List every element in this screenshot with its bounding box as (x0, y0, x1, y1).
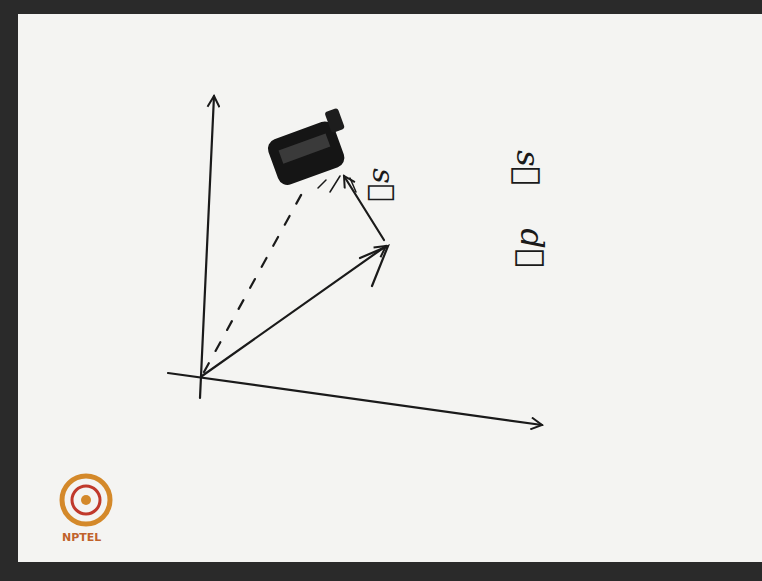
nptel-logo (62, 476, 110, 524)
vector-label: s⃗ (368, 168, 398, 201)
vector-label: s⃗ (512, 150, 544, 186)
camera-object (262, 108, 356, 188)
dashed-line (204, 186, 306, 372)
y-axis (200, 96, 214, 398)
logo-text: NPTEL (62, 532, 101, 543)
vector-label: d⃗ (516, 228, 548, 268)
hatch-marks (318, 176, 356, 192)
vector-head (360, 246, 388, 286)
position-vector (202, 246, 386, 376)
paper-sheet (18, 14, 762, 562)
x-axis (168, 373, 542, 425)
